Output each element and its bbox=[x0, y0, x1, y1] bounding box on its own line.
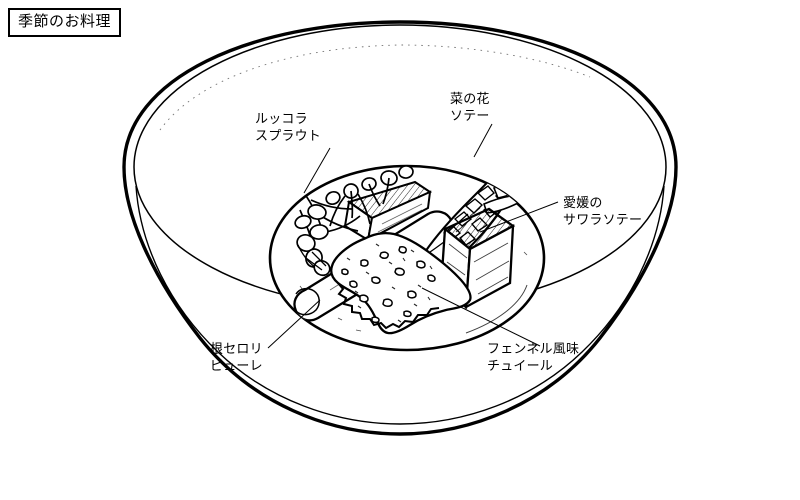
label-sawara-saute: 愛媛の サワラソテー bbox=[563, 196, 642, 229]
label-celeriac-line-1: 根セロリ bbox=[210, 342, 263, 357]
leader-celeriac bbox=[267, 299, 321, 349]
bowl-inner-wall bbox=[135, 185, 665, 425]
inner-plate-well bbox=[465, 284, 528, 334]
label-rapeseed-line-2: ソテー bbox=[450, 108, 490, 124]
label-arugula-line-2: スプラウト bbox=[255, 128, 322, 144]
label-fennel-tuile: フェンネル風味 チュイール bbox=[487, 342, 579, 375]
label-celeriac-puree: 根セロリ ピューレ bbox=[210, 342, 263, 375]
leader-arugula bbox=[303, 147, 331, 194]
inner-plate-speckle-3 bbox=[337, 317, 343, 321]
label-sawara-line-2: サワラソテー bbox=[563, 212, 643, 228]
leader-tuile bbox=[421, 287, 541, 347]
leader-lines bbox=[267, 123, 559, 349]
page-title: 季節のお料理 bbox=[8, 8, 122, 37]
label-tuile-line-2: チュイール bbox=[487, 358, 554, 374]
label-arugula-line-1: ルッコラ bbox=[255, 112, 308, 127]
leader-sawara bbox=[479, 201, 559, 233]
label-arugula-sprouts: ルッコラ スプラウト bbox=[255, 112, 321, 145]
fennel-tuile bbox=[330, 232, 472, 335]
label-sawara-line-1: 愛媛の bbox=[563, 196, 603, 211]
label-celeriac-line-2: ピューレ bbox=[210, 358, 263, 374]
label-rapeseed-line-1: 菜の花 bbox=[450, 92, 490, 107]
inner-plate-speckle-2 bbox=[523, 251, 528, 256]
arugula-sprouts bbox=[294, 166, 414, 277]
label-rapeseed-saute: 菜の花 ソテー bbox=[450, 92, 490, 125]
leader-rapeseed bbox=[473, 123, 493, 158]
label-tuile-line-1: フェンネル風味 bbox=[487, 342, 580, 357]
inner-plate-speckle-4 bbox=[355, 329, 362, 332]
